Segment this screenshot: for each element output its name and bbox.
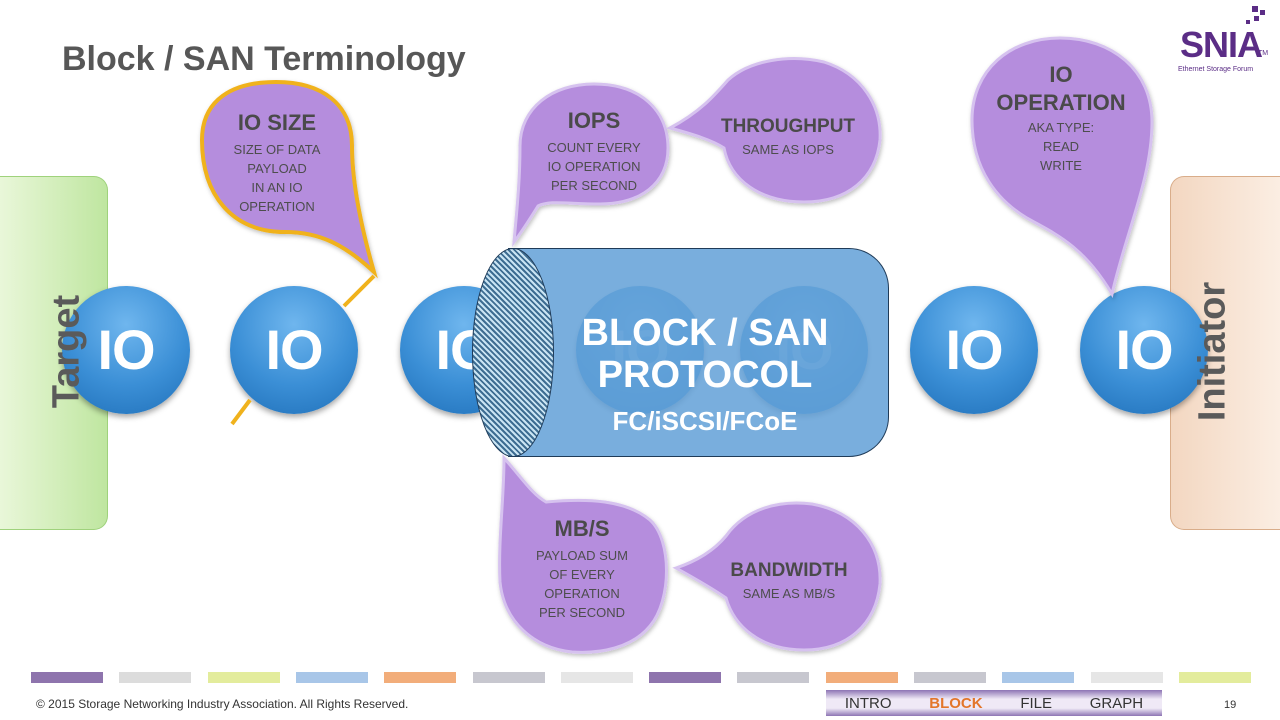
io-size-bubble — [199, 79, 378, 279]
protocol-subtitle: FC/iSCSI/FCoE — [612, 406, 798, 436]
logo-squares-icon — [1246, 6, 1265, 24]
footer-color-bar — [914, 672, 986, 683]
io-circle-2: IO — [230, 286, 358, 414]
bandwidth-title: BANDWIDTH — [730, 560, 848, 581]
footer-color-bar — [826, 672, 898, 683]
protocol-title: BLOCK / SAN PROTOCOL — [581, 312, 829, 396]
io-size-line: SIZE OF DATA — [233, 142, 321, 157]
footer-color-bar — [737, 672, 809, 683]
section-nav: INTRO BLOCK FILE GRAPH — [826, 690, 1162, 716]
io-operation-line: WRITE — [1040, 158, 1082, 173]
io-size-line: PAYLOAD — [247, 161, 307, 176]
throughput-callout: THROUGHPUT SAME AS IOPS — [700, 116, 876, 159]
footer-color-bar — [1091, 672, 1163, 683]
footer-color-bar — [473, 672, 545, 683]
throughput-title: THROUGHPUT — [720, 116, 856, 137]
mbs-line: PAYLOAD SUM — [536, 548, 628, 563]
nav-intro[interactable]: INTRO — [844, 694, 892, 712]
throughput-bubble — [665, 57, 882, 204]
mbs-line: OF EVERY — [549, 567, 615, 582]
footer-color-bar — [296, 672, 368, 683]
footer-color-bar — [208, 672, 280, 683]
io-size-pointer-line-lower — [230, 398, 252, 426]
footer-color-bar — [384, 672, 456, 683]
io-size-line: IN AN IO — [251, 180, 303, 195]
mbs-title: MB/S — [554, 516, 610, 541]
slide-title: Block / SAN Terminology — [62, 40, 466, 78]
footer-color-bar — [1002, 672, 1074, 683]
io-operation-title-1: IO — [1049, 62, 1073, 87]
iops-line: PER SECOND — [551, 178, 637, 193]
footer-color-bar — [561, 672, 633, 683]
copyright-notice: © 2015 Storage Networking Industry Assoc… — [36, 697, 409, 711]
cylinder-end-cap — [472, 248, 554, 457]
mbs-line: PER SECOND — [539, 605, 625, 620]
iops-callout: IOPS COUNT EVERY IO OPERATION PER SECOND — [526, 108, 662, 195]
iops-bubble — [512, 82, 670, 248]
iops-line: IO OPERATION — [547, 159, 641, 174]
io-size-callout: IO SIZE SIZE OF DATA PAYLOAD IN AN IO OP… — [210, 110, 344, 216]
bandwidth-bubble — [672, 501, 882, 652]
footer-color-bar — [31, 672, 103, 683]
logo-text: SNIA — [1180, 24, 1263, 65]
io-operation-line: AKA TYPE: — [1027, 120, 1095, 135]
protocol-label: BLOCK / SAN PROTOCOL FC/iSCSI/FCoE — [540, 312, 870, 437]
nav-block[interactable]: BLOCK — [929, 694, 983, 712]
io-circle-7: IO — [1080, 286, 1208, 414]
iops-line: COUNT EVERY — [547, 140, 641, 155]
io-size-pointer-line — [342, 274, 376, 308]
mbs-bubble — [498, 454, 668, 654]
logo-subtitle: Ethernet Storage Forum — [1178, 66, 1254, 73]
snia-logo: SNIA TM Ethernet Storage Forum — [1172, 6, 1272, 73]
io-operation-callout: IO OPERATION AKA TYPE: READ WRITE — [978, 62, 1144, 175]
mbs-callout: MB/S PAYLOAD SUM OF EVERY OPERATION PER … — [512, 516, 652, 622]
mbs-line: OPERATION — [544, 586, 620, 601]
throughput-line: SAME AS IOPS — [742, 142, 834, 157]
iops-title: IOPS — [567, 108, 621, 133]
bandwidth-callout: BANDWIDTH SAME AS MB/S — [700, 560, 878, 603]
bandwidth-line: SAME AS MB/S — [742, 586, 836, 601]
logo-tm: TM — [1258, 50, 1269, 57]
footer-color-bar — [119, 672, 191, 683]
io-circle-1: IO — [62, 286, 190, 414]
nav-file[interactable]: FILE — [1020, 694, 1053, 712]
protocol-cylinder — [508, 248, 889, 457]
footer-color-bar — [1179, 672, 1251, 683]
io-operation-line: READ — [1042, 139, 1080, 154]
io-operation-bubble — [970, 36, 1154, 299]
io-size-line: OPERATION — [239, 199, 315, 214]
footer-color-bar — [649, 672, 721, 683]
nav-graph[interactable]: GRAPH — [1089, 694, 1144, 712]
io-operation-title-2: OPERATION — [996, 90, 1126, 115]
io-circle-6: IO — [910, 286, 1038, 414]
io-size-title: IO SIZE — [237, 110, 317, 135]
page-number: 19 — [1224, 699, 1237, 711]
